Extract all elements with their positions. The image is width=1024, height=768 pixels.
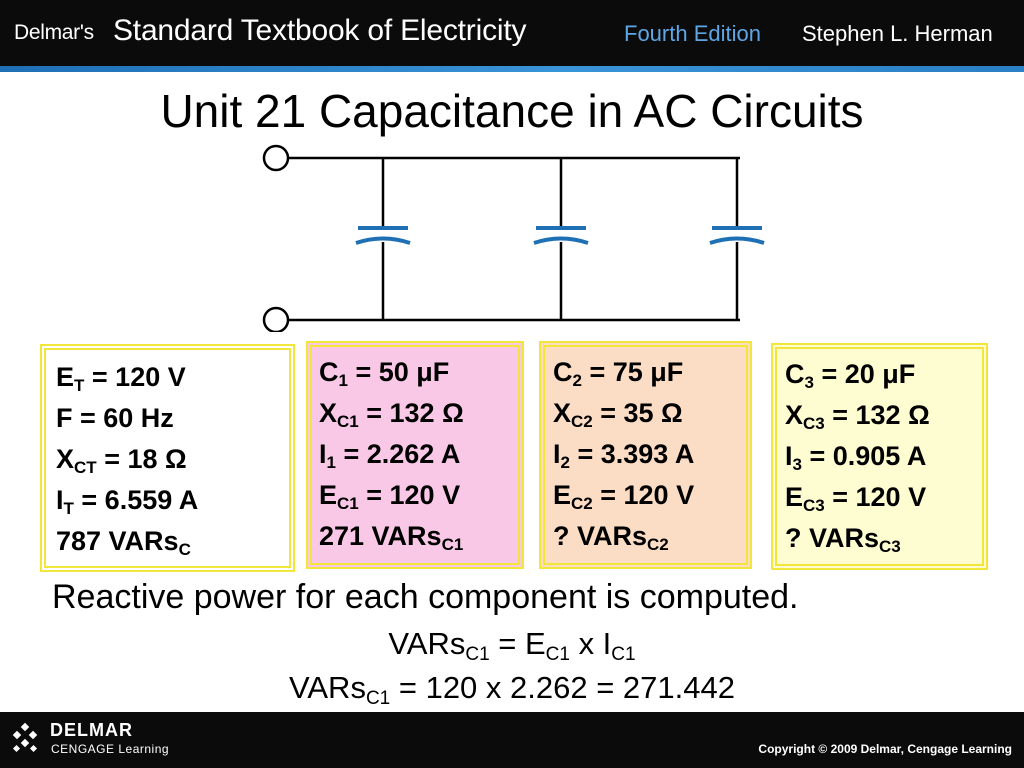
formula-vars-definition: VARsC1 = EC1 x IC1 [388, 626, 636, 665]
c3-capacitance: C3 = 20 μF [785, 359, 916, 392]
capacitor-c3-symbol [709, 226, 765, 245]
terminal-bottom [262, 306, 290, 332]
source-values-box: ET = 120 V F = 60 Hz XCT = 18 Ω IT = 6.5… [40, 344, 295, 572]
header-brand-small: Delmar's [14, 21, 94, 44]
terminal-top [262, 144, 290, 172]
c1-reactance: XC1 = 132 Ω [319, 398, 464, 431]
header-book-title: Standard Textbook of Electricity [113, 14, 527, 47]
capacitor-c1-symbol [355, 226, 411, 245]
c3-reactance: XC3 = 132 Ω [785, 400, 930, 433]
delmar-logo-icon [12, 722, 38, 753]
total-voltage: ET = 120 V [56, 362, 186, 395]
capacitor-c3-values-box: C3 = 20 μF XC3 = 132 Ω I3 = 0.905 A EC3 … [771, 343, 988, 570]
c1-current: I1 = 2.262 A [319, 439, 461, 472]
total-vars: 787 VARsC [56, 526, 191, 559]
slide-title: Unit 21 Capacitance in AC Circuits [160, 85, 864, 137]
c1-voltage: EC1 = 120 V [319, 480, 461, 513]
parallel-capacitor-circuit-diagram [262, 144, 765, 332]
c1-vars: 271 VARsC1 [319, 521, 464, 554]
c3-current: I3 = 0.905 A [785, 441, 927, 474]
capacitor-c1-values-box: C1 = 50 μF XC1 = 132 Ω I1 = 2.262 A EC1 … [306, 341, 524, 569]
footer-publisher: CENGAGE Learning [51, 742, 170, 756]
footer-bar: DELMAR CENGAGE Learning Copyright © 2009… [0, 712, 1024, 768]
c1-capacitance: C1 = 50 μF [319, 357, 450, 390]
body-text: Reactive power for each component is com… [52, 578, 799, 616]
header-bar: Delmar's Standard Textbook of Electricit… [0, 0, 1024, 66]
header-accent-stripe [0, 66, 1024, 72]
capacitor-c2-values-box: C2 = 75 μF XC2 = 35 Ω I2 = 3.393 A EC2 =… [539, 341, 752, 569]
footer-brand: DELMAR [50, 720, 133, 740]
total-reactance: XCT = 18 Ω [56, 444, 187, 477]
total-current: IT = 6.559 A [56, 485, 199, 518]
c2-reactance: XC2 = 35 Ω [553, 398, 683, 431]
capacitor-c2-symbol [533, 226, 589, 245]
c3-voltage: EC3 = 120 V [785, 482, 927, 515]
header-edition: Fourth Edition [624, 21, 761, 46]
c2-capacitance: C2 = 75 μF [553, 357, 684, 390]
c2-voltage: EC2 = 120 V [553, 480, 695, 513]
c3-vars: ? VARsC3 [785, 523, 901, 556]
footer-copyright: Copyright © 2009 Delmar, Cengage Learnin… [758, 742, 1012, 756]
formula-vars-computed: VARsC1 = 120 x 2.262 = 271.442 [289, 670, 735, 709]
c2-current: I2 = 3.393 A [553, 439, 695, 472]
header-author: Stephen L. Herman [802, 21, 993, 46]
c2-vars: ? VARsC2 [553, 521, 669, 554]
frequency: F = 60 Hz [56, 403, 174, 433]
